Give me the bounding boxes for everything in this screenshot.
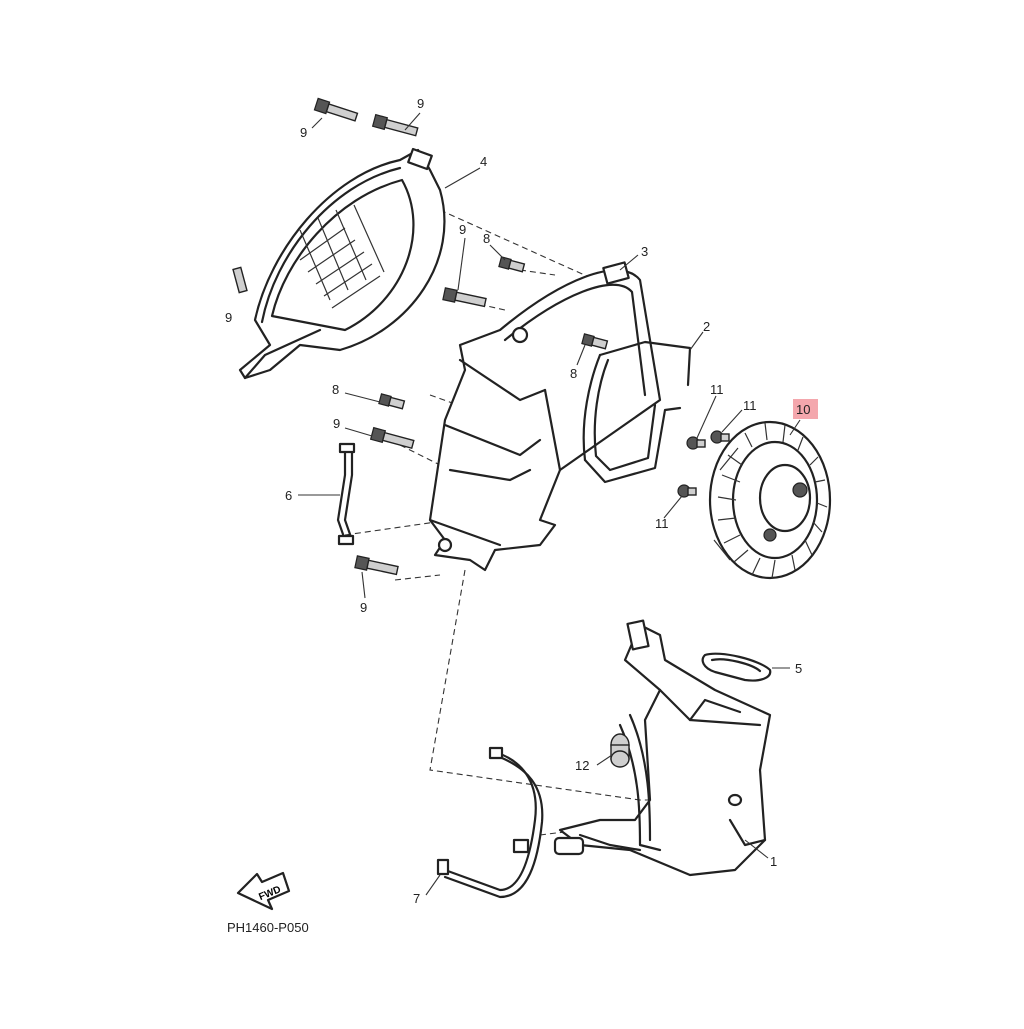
callout-8[interactable]: 8 (570, 366, 577, 381)
part-1-lower-duct[interactable] (553, 619, 772, 877)
callout-6[interactable]: 6 (285, 488, 292, 503)
callout-7[interactable]: 7 (413, 891, 420, 906)
part-10-highlight (793, 399, 818, 419)
callout-4[interactable]: 4 (480, 154, 487, 169)
callout-numbers: 9 9 4 9 8 3 2 8 11 11 10 8 9 6 11 9 9 5 … (225, 96, 810, 906)
fwd-arrow-icon: FWD (236, 871, 291, 911)
callout-9[interactable]: 9 (225, 310, 232, 325)
callout-11[interactable]: 11 (655, 516, 669, 531)
callout-12[interactable]: 12 (575, 758, 589, 773)
part-12-plug[interactable] (610, 733, 630, 768)
callout-9[interactable]: 9 (459, 222, 466, 237)
callout-11[interactable]: 11 (710, 382, 724, 397)
callout-9[interactable]: 9 (360, 600, 367, 615)
callout-9[interactable]: 9 (300, 125, 307, 140)
diagram-code: PH1460-P050 (227, 920, 309, 935)
part-5-grommet[interactable] (701, 652, 772, 682)
callout-8[interactable]: 8 (332, 382, 339, 397)
callout-10[interactable]: 10 (796, 402, 810, 417)
part-6-hose[interactable] (336, 442, 356, 546)
part-3-inner-shroud[interactable] (428, 261, 662, 572)
callout-9[interactable]: 9 (333, 416, 340, 431)
bolts-11[interactable] (677, 430, 730, 498)
part-4-outer-fan-cover[interactable] (238, 147, 446, 380)
bolts-8[interactable] (378, 256, 609, 410)
part-7-hose[interactable] (436, 746, 544, 899)
callout-5[interactable]: 5 (795, 661, 802, 676)
callout-1[interactable]: 1 (770, 854, 777, 869)
callout-2[interactable]: 2 (703, 319, 710, 334)
screws-9[interactable] (232, 97, 487, 576)
callout-3[interactable]: 3 (641, 244, 648, 259)
callout-9[interactable]: 9 (417, 96, 424, 111)
callout-11[interactable]: 11 (743, 398, 757, 413)
callout-8[interactable]: 8 (483, 231, 490, 246)
part-2-seal[interactable] (582, 340, 692, 484)
part-10-cooling-fan[interactable] (708, 420, 832, 580)
leader-lines (298, 112, 801, 896)
